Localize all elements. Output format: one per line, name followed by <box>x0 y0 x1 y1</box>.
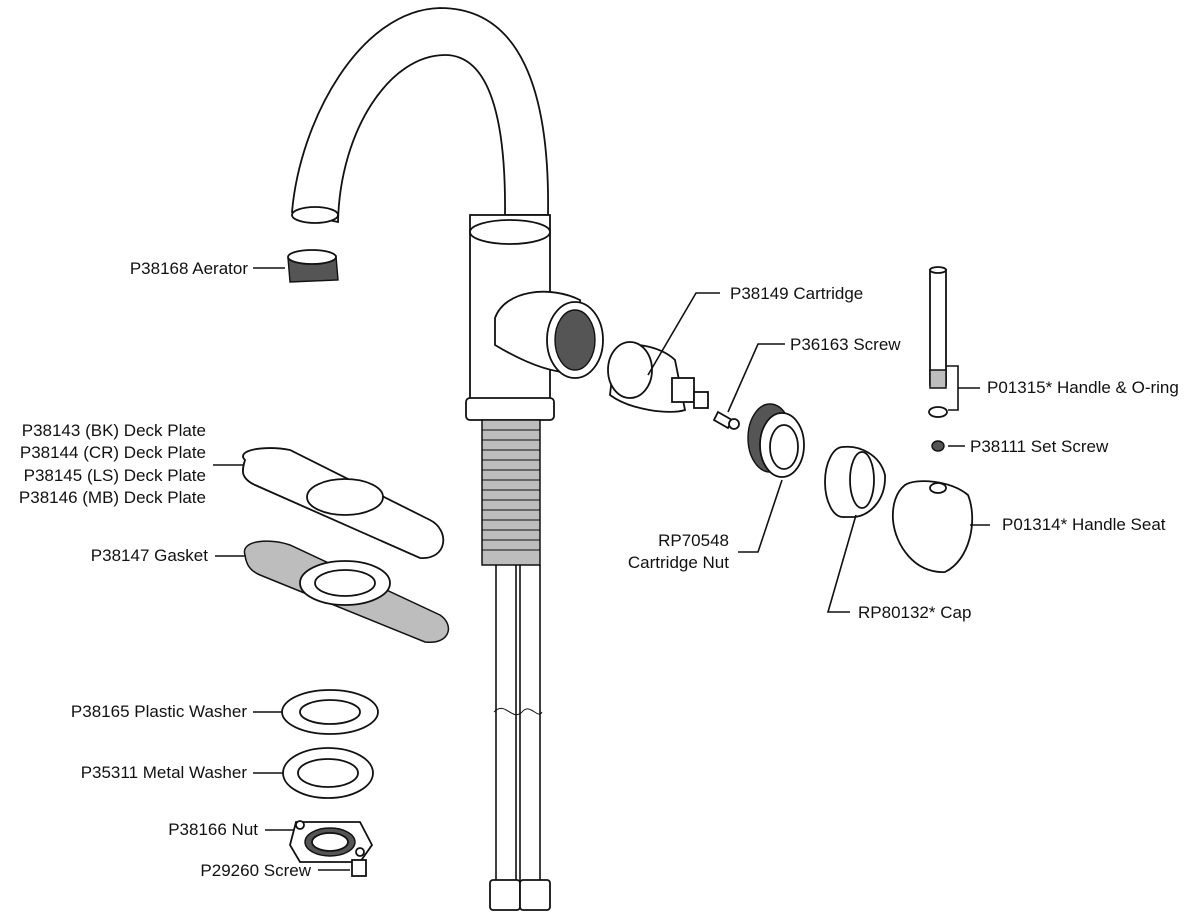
label-deck-plate-bk: P38143 (BK) Deck Plate <box>21 421 206 440</box>
aerator-part <box>287 249 339 283</box>
label-cartridge-nut-line1: RP70548 <box>658 531 729 550</box>
label-deck-plate-ls: P38145 (LS) Deck Plate <box>23 466 206 485</box>
supply-lines <box>489 565 551 911</box>
leader-lines <box>213 267 990 871</box>
label-cap: RP80132* Cap <box>858 603 972 622</box>
label-screw-29260: P29260 Screw <box>200 861 311 880</box>
label-screw-36163: P36163 Screw <box>790 335 901 354</box>
faucet-body <box>465 214 604 421</box>
screw-29260-part <box>351 859 367 877</box>
label-set-screw: P38111 Set Screw <box>970 437 1109 456</box>
gasket-part <box>243 540 450 643</box>
label-deck-plate-cr: P38144 (CR) Deck Plate <box>19 443 206 462</box>
nut-part <box>289 820 374 863</box>
label-deck-plate-mb: P38146 (MB) Deck Plate <box>18 488 206 507</box>
label-cartridge-nut-line2: Cartridge Nut <box>627 553 729 572</box>
threaded-shank <box>481 419 541 566</box>
label-plastic-washer: P38165 Plastic Washer <box>70 702 247 721</box>
label-handle-oring: P01315* Handle & O-ring <box>987 378 1179 397</box>
handle-oring-part <box>928 266 948 418</box>
label-cartridge: P38149 Cartridge <box>730 284 864 303</box>
plastic-washer-part <box>281 689 379 735</box>
set-screw-part <box>931 440 945 452</box>
cartridge-part <box>607 341 709 413</box>
label-gasket: P38147 Gasket <box>90 546 208 565</box>
label-aerator: P38168 Aerator <box>129 259 248 278</box>
metal-washer-part <box>282 747 374 799</box>
label-nut: P38166 Nut <box>168 820 258 839</box>
cap-part <box>824 445 886 518</box>
label-metal-washer: P35311 Metal Washer <box>80 763 247 782</box>
screw-36163-part <box>712 410 740 430</box>
deck-plate-part <box>241 447 445 559</box>
faucet-spout <box>291 7 549 224</box>
cartridge-nut-part <box>747 403 805 478</box>
handle-seat-part <box>891 480 974 573</box>
label-handle-seat: P01314* Handle Seat <box>1002 515 1166 534</box>
